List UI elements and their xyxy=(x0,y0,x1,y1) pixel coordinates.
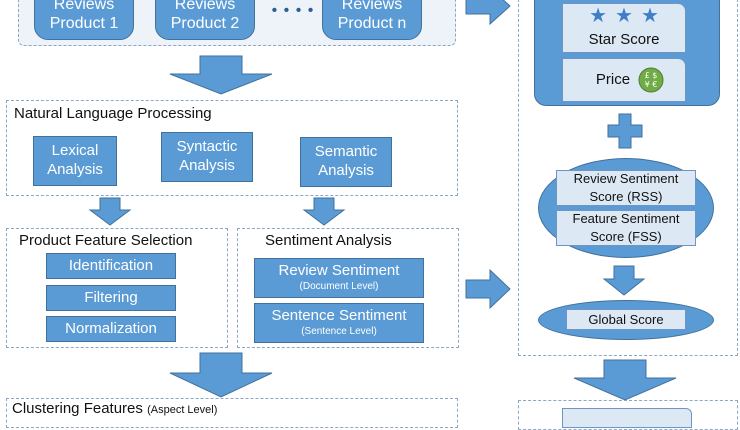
syntactic-analysis-box: Syntactic Analysis xyxy=(161,132,253,182)
arrow-down-to-clustering xyxy=(169,352,273,398)
global-score-box: Global Score xyxy=(566,309,686,330)
reviews-product-n-line1: Reviews xyxy=(341,0,403,13)
svg-text:¥ €: ¥ € xyxy=(645,80,658,89)
clustering-title-text: Clustering Features xyxy=(12,400,143,417)
reviews-product-n-line2: Product n xyxy=(337,14,407,32)
fss-line2: Score (FSS) xyxy=(590,229,662,244)
review-sentiment-sub: (Document Level) xyxy=(299,281,379,293)
reviews-product-2-line2: Product 2 xyxy=(170,14,240,32)
arrow-down-lexical-to-features xyxy=(88,197,132,226)
review-sentiment-label: Review Sentiment xyxy=(278,262,400,280)
clustering-subtitle: (Aspect Level) xyxy=(147,404,218,416)
sentence-sentiment-label: Sentence Sentiment xyxy=(271,307,407,325)
reviews-product-1-line2: Product 1 xyxy=(49,14,119,32)
feature-selection-title: Product Feature Selection xyxy=(19,232,193,249)
review-sentiment-box: Review Sentiment (Document Level) xyxy=(254,258,424,298)
arrow-right-top xyxy=(465,0,511,26)
svg-text:£ $: £ $ xyxy=(645,71,658,80)
star-icon: ★ xyxy=(615,4,633,27)
reviews-product-2-line1: Reviews xyxy=(174,0,236,13)
reviews-product-n: Reviews Product n xyxy=(322,0,422,40)
nlp-group xyxy=(6,100,458,196)
reviews-ellipsis: • • • • xyxy=(271,2,315,19)
scores-group xyxy=(518,0,738,356)
arrow-down-to-global-score xyxy=(602,265,646,296)
sentence-sentiment-sub: (Sentence Level) xyxy=(301,326,377,338)
reviews-product-1: Reviews Product 1 xyxy=(34,0,134,40)
normalization-box: Normalization xyxy=(46,316,176,342)
semantic-analysis-box: Semantic Analysis xyxy=(300,137,392,187)
sentiment-analysis-group xyxy=(237,228,459,348)
filtering-box: Filtering xyxy=(46,285,176,311)
lexical-analysis-box: Lexical Analysis xyxy=(33,136,117,186)
clustering-title: Clustering Features (Aspect Level) xyxy=(12,400,217,417)
fss-line1: Feature Sentiment xyxy=(572,211,680,227)
arrow-right-sentiment xyxy=(465,268,511,310)
sentiment-analysis-title: Sentiment Analysis xyxy=(265,232,392,249)
syntactic-line1: Syntactic xyxy=(176,138,238,156)
semantic-line2: Analysis xyxy=(318,162,374,179)
price-label: Price xyxy=(595,70,631,88)
bottom-right-box xyxy=(562,408,692,428)
rss-box: Review Sentiment Score (RSS) xyxy=(556,170,696,206)
price-box: Price £ $ ¥ € xyxy=(562,58,686,102)
arrow-down-right-column xyxy=(573,359,677,401)
identification-box: Identification xyxy=(46,253,176,279)
rss-line2: Score (RSS) xyxy=(589,189,663,204)
rss-line1: Review Sentiment xyxy=(573,171,679,187)
arrow-down-input-to-nlp xyxy=(169,55,273,95)
arrow-down-semantic-to-sentiment xyxy=(302,197,346,226)
nlp-title: Natural Language Processing xyxy=(14,105,212,122)
star-icon: ★ xyxy=(640,4,659,27)
fss-box: Feature Sentiment Score (FSS) xyxy=(556,210,696,246)
currency-icon: £ $ ¥ € xyxy=(638,67,664,93)
lexical-line2: Analysis xyxy=(47,161,103,178)
star-rating: ★ ★ ★ xyxy=(589,6,659,26)
semantic-line1: Semantic xyxy=(314,143,378,161)
star-score-label: Star Score xyxy=(588,30,660,48)
plus-icon xyxy=(607,113,643,149)
syntactic-line2: Analysis xyxy=(179,157,235,174)
reviews-product-1-line1: Reviews xyxy=(53,0,115,13)
star-score-box: ★ ★ ★ Star Score xyxy=(562,3,686,53)
feature-selection-group xyxy=(6,228,228,348)
star-icon: ★ xyxy=(589,4,608,27)
reviews-product-2: Reviews Product 2 xyxy=(155,0,255,40)
sentence-sentiment-box: Sentence Sentiment (Sentence Level) xyxy=(254,303,424,343)
lexical-line1: Lexical xyxy=(51,142,99,160)
